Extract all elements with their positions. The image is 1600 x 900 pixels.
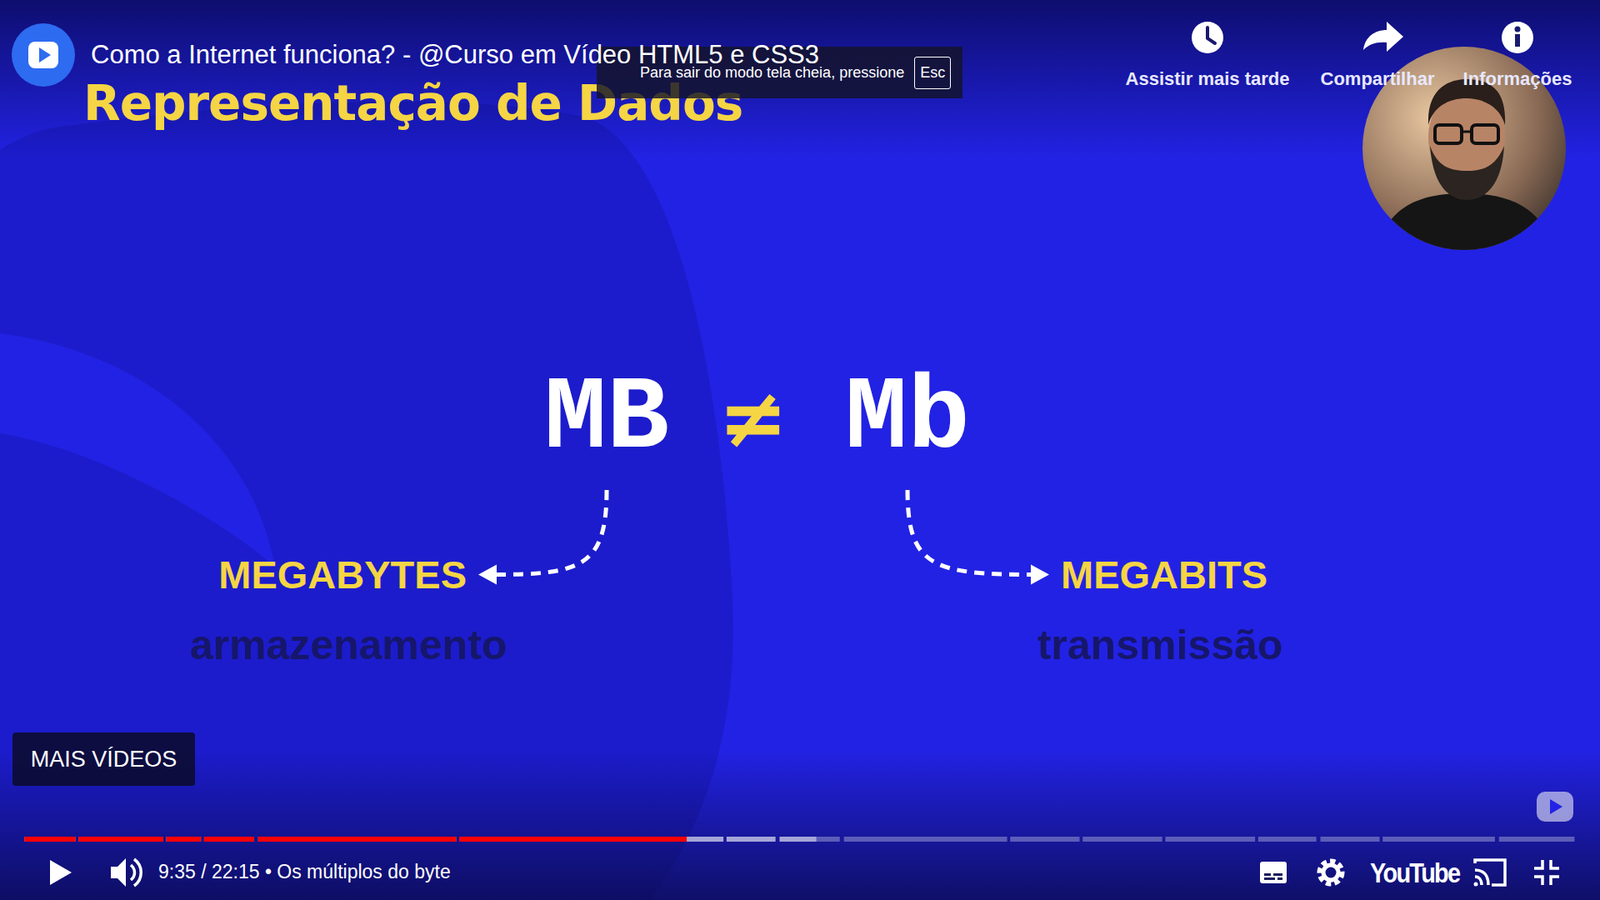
- usage-caption: transmissão: [1037, 620, 1284, 670]
- arrowhead: [478, 565, 497, 585]
- progress-played: [24, 836, 75, 842]
- progress-segment: [780, 836, 840, 842]
- progress-segment: [78, 836, 164, 842]
- more-videos-button-text: MAIS VÍDEOS: [30, 746, 178, 773]
- info-icon: [1501, 21, 1534, 54]
- volume-icon: [110, 858, 126, 887]
- info-icon: [1515, 34, 1520, 47]
- channel-icon: [28, 41, 59, 69]
- progress-played: [258, 836, 457, 842]
- progress-segment: [844, 836, 1008, 842]
- progress-segment: [1010, 836, 1080, 842]
- not-equal-sign: ≠: [718, 376, 789, 460]
- youtube-logo: YouTube: [1370, 856, 1460, 890]
- dashed-arrow: [478, 490, 607, 585]
- progress-buffered: [204, 836, 255, 842]
- subtitles-icon: [1277, 877, 1283, 880]
- progress-segment: [1499, 836, 1575, 842]
- progress-segment: [1320, 836, 1380, 842]
- progress-buffered: [78, 836, 164, 842]
- subtitles-icon: [1273, 873, 1283, 876]
- progress-played: [459, 836, 687, 842]
- cast-icon: [1475, 860, 1505, 885]
- bottom-shade: [0, 750, 1600, 900]
- channel-icon: [39, 47, 51, 63]
- subtitles-icon: [1264, 873, 1271, 876]
- progress-buffered: [166, 836, 202, 842]
- arrowhead: [1030, 565, 1050, 585]
- action-label: Compartilhar: [1320, 68, 1435, 90]
- progress-segment: [1382, 836, 1495, 842]
- clock-icon: [1191, 21, 1224, 54]
- settings-icon: [1323, 865, 1339, 880]
- watermark-icon: [1550, 799, 1563, 815]
- progress-buffered: [258, 836, 457, 842]
- subtitles-icon: [1260, 861, 1287, 884]
- clock-icon: [1207, 27, 1215, 44]
- progress-bar: [24, 836, 1575, 842]
- key-badge-text: Esc: [920, 64, 945, 82]
- top-shade: [0, 0, 1600, 159]
- time-chapter: 9:35 / 22:15 • Os múltiplos do byte: [158, 860, 451, 884]
- volume-icon: [130, 859, 141, 886]
- progress-segment: [459, 836, 724, 842]
- progress-buffered: [780, 836, 817, 842]
- progress-segment: [204, 836, 255, 842]
- share-icon: [1363, 21, 1404, 52]
- dashed-arrow: [907, 490, 1050, 585]
- usage-caption: armazenamento: [190, 620, 508, 670]
- unit-name-text: MEGABITS: [1060, 551, 1268, 598]
- cast-icon: [1474, 882, 1479, 887]
- action-label: Informações: [1463, 68, 1573, 90]
- unit-symbol: Mb: [845, 360, 970, 479]
- progress-segment: [1082, 836, 1163, 842]
- unit-symbol-text: Mb: [845, 360, 970, 479]
- watermark-icon: [1536, 791, 1574, 822]
- unit-symbol: MB: [544, 360, 670, 479]
- play-icon: [50, 860, 72, 885]
- progress-segment: [1165, 836, 1255, 842]
- progress-segment: [1258, 836, 1317, 842]
- info-icon: [1515, 26, 1521, 33]
- unit-symbol-text: MB: [544, 360, 670, 479]
- progress-played: [78, 836, 164, 842]
- channel-icon: [11, 23, 75, 87]
- video-title: Como a Internet funciona? - @Curso em Ví…: [90, 40, 820, 70]
- progress-buffered: [24, 836, 75, 842]
- more-videos-button: MAIS VÍDEOS: [12, 732, 195, 786]
- unit-name-text: MEGABYTES: [218, 551, 467, 598]
- progress-buffered: [726, 836, 776, 842]
- progress-segment: [258, 836, 457, 842]
- action-label: Assistir mais tarde: [1125, 68, 1290, 90]
- progress-played: [166, 836, 202, 842]
- progress-buffered: [459, 836, 724, 842]
- unit-name: MEGABITS: [1060, 551, 1268, 598]
- connector-line: [907, 490, 1033, 575]
- connector-line: [495, 490, 607, 575]
- key-badge: Esc: [914, 56, 951, 90]
- progress-played: [204, 836, 255, 842]
- progress-segment: [166, 836, 202, 842]
- unit-name: MEGABYTES: [218, 551, 467, 598]
- progress-segment: [726, 836, 776, 842]
- subtitles-icon: [1264, 877, 1275, 880]
- exit-fullscreen-icon: [1534, 860, 1560, 885]
- settings-icon: [1320, 861, 1342, 884]
- progress-segment: [24, 836, 75, 842]
